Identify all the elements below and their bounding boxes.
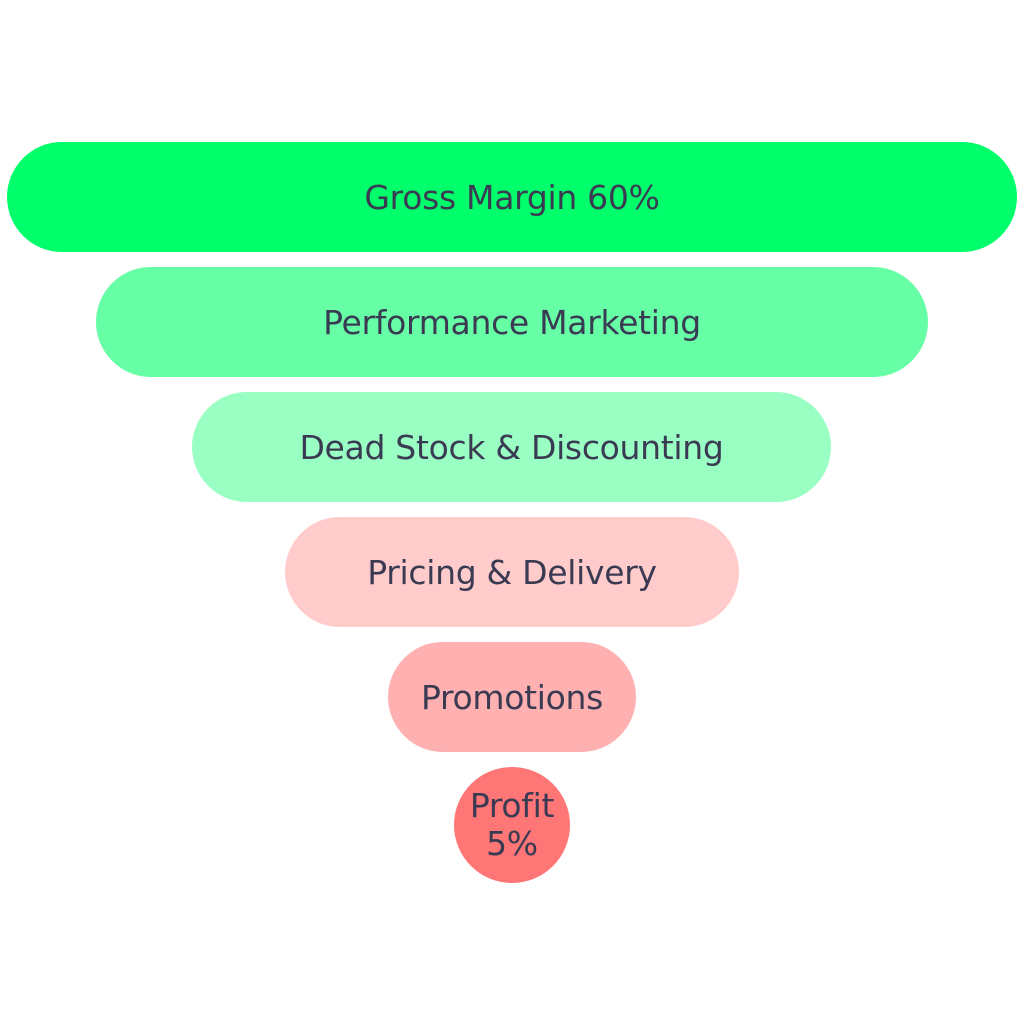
funnel-stage-label: Promotions — [420, 677, 604, 717]
funnel-stage-label: Pricing & Delivery — [367, 552, 657, 592]
funnel-final-profit: Profit 5% — [454, 767, 570, 883]
funnel-stage-label: Gross Margin 60% — [364, 177, 660, 217]
funnel-stage-dead-stock: Dead Stock & Discounting — [192, 392, 831, 502]
funnel-stage-label: Performance Marketing — [323, 302, 701, 342]
profit-value: 5% — [486, 824, 538, 863]
profit-label: Profit — [469, 786, 555, 826]
funnel-stage-performance-marketing: Performance Marketing — [96, 267, 928, 377]
funnel-stage-pricing-delivery: Pricing & Delivery — [285, 517, 739, 627]
funnel-stage-promotions: Promotions — [388, 642, 636, 752]
funnel-stage-label: Dead Stock & Discounting — [299, 427, 724, 467]
funnel-stage-gross-margin: Gross Margin 60% — [7, 142, 1017, 252]
